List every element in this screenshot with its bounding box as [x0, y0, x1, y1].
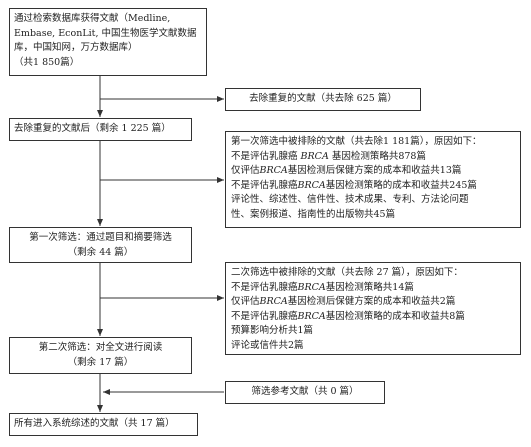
duplicates-removed-text: 去除重复的文献（共去除 625 篇） [249, 93, 397, 104]
second-screening-box: 第二次筛选：对全文进行阅读 （剩余 17 篇） [9, 337, 192, 374]
second-screening-remaining: （剩余 17 篇） [67, 356, 134, 368]
search-line-1: 通过检索数据库获得文献（Medline, [14, 13, 171, 24]
reference-screening-text: 筛选参考文献（共 0 篇） [251, 386, 359, 397]
first-exclusion-reason-2: 仅评估BRCA基因检测后保健方案的成本和收益共13篇 [231, 165, 462, 176]
search-line-4: （共1 850篇） [14, 56, 80, 68]
search-line-3: 库，中国知网，万方数据库） [14, 42, 138, 53]
final-included-box: 所有进入系统综述的文献（共 17 篇） [9, 413, 198, 436]
second-exclusion-box: 二次筛选中被排除的文献（共去除 27 篇），原因如下： 不是评估乳腺癌BRCA基… [225, 262, 521, 355]
reference-screening-box: 筛选参考文献（共 0 篇） [225, 381, 385, 404]
first-screening-box: 第一次筛选：通过题目和摘要筛选 （剩余 44 篇） [9, 227, 192, 263]
after-dedup-text: 去除重复的文献后（剩余 1 225 篇） [14, 123, 171, 134]
second-exclusion-reason-4: 预算影响分析共1篇 [231, 325, 314, 336]
after-dedup-box: 去除重复的文献后（剩余 1 225 篇） [9, 118, 192, 141]
second-exclusion-reason-1: 不是评估乳腺癌BRCA基因检测策略共14篇 [231, 281, 414, 293]
first-screening-remaining: （剩余 44 篇） [67, 246, 134, 258]
second-exclusion-title: 二次筛选中被排除的文献（共去除 27 篇），原因如下： [231, 267, 463, 278]
search-results-box: 通过检索数据库获得文献（Medline, Embase, EconLit, 中国… [9, 8, 207, 76]
second-screening-title: 第二次筛选：对全文进行阅读 [38, 342, 163, 353]
first-exclusion-reason-1: 不是评估乳腺癌 BRCA 基因检测策略共878篇 [231, 150, 426, 162]
first-exclusion-reason-4: 评论性、综述性、信件性、技术成果、专利、方法论问题 [231, 194, 469, 205]
second-exclusion-reason-3: 不是评估乳腺癌BRCA基因检测策略的成本和收益共8篇 [231, 310, 465, 322]
first-exclusion-title: 第一次筛选中被排除的文献（共去除1 181篇），原因如下： [231, 136, 482, 147]
first-exclusion-box: 第一次筛选中被排除的文献（共去除1 181篇），原因如下： 不是评估乳腺癌 BR… [225, 131, 521, 228]
final-included-text: 所有进入系统综述的文献（共 17 篇） [14, 418, 175, 429]
first-exclusion-reason-5: 性、案例报道、指南性的出版物共45篇 [231, 208, 396, 220]
search-line-2: Embase, EconLit, 中国生物医学文献数据 [14, 27, 197, 39]
first-exclusion-reason-3: 不是评估乳腺癌BRCA基因检测策略的成本和收益共245篇 [231, 179, 477, 191]
duplicates-removed-box: 去除重复的文献（共去除 625 篇） [225, 88, 421, 111]
second-exclusion-reason-2: 仅评估BRCA基因检测后保健方案的成本和收益共2篇 [231, 296, 456, 307]
first-screening-title: 第一次筛选：通过题目和摘要筛选 [29, 232, 172, 243]
second-exclusion-reason-5: 评论或信件共2篇 [231, 339, 304, 351]
